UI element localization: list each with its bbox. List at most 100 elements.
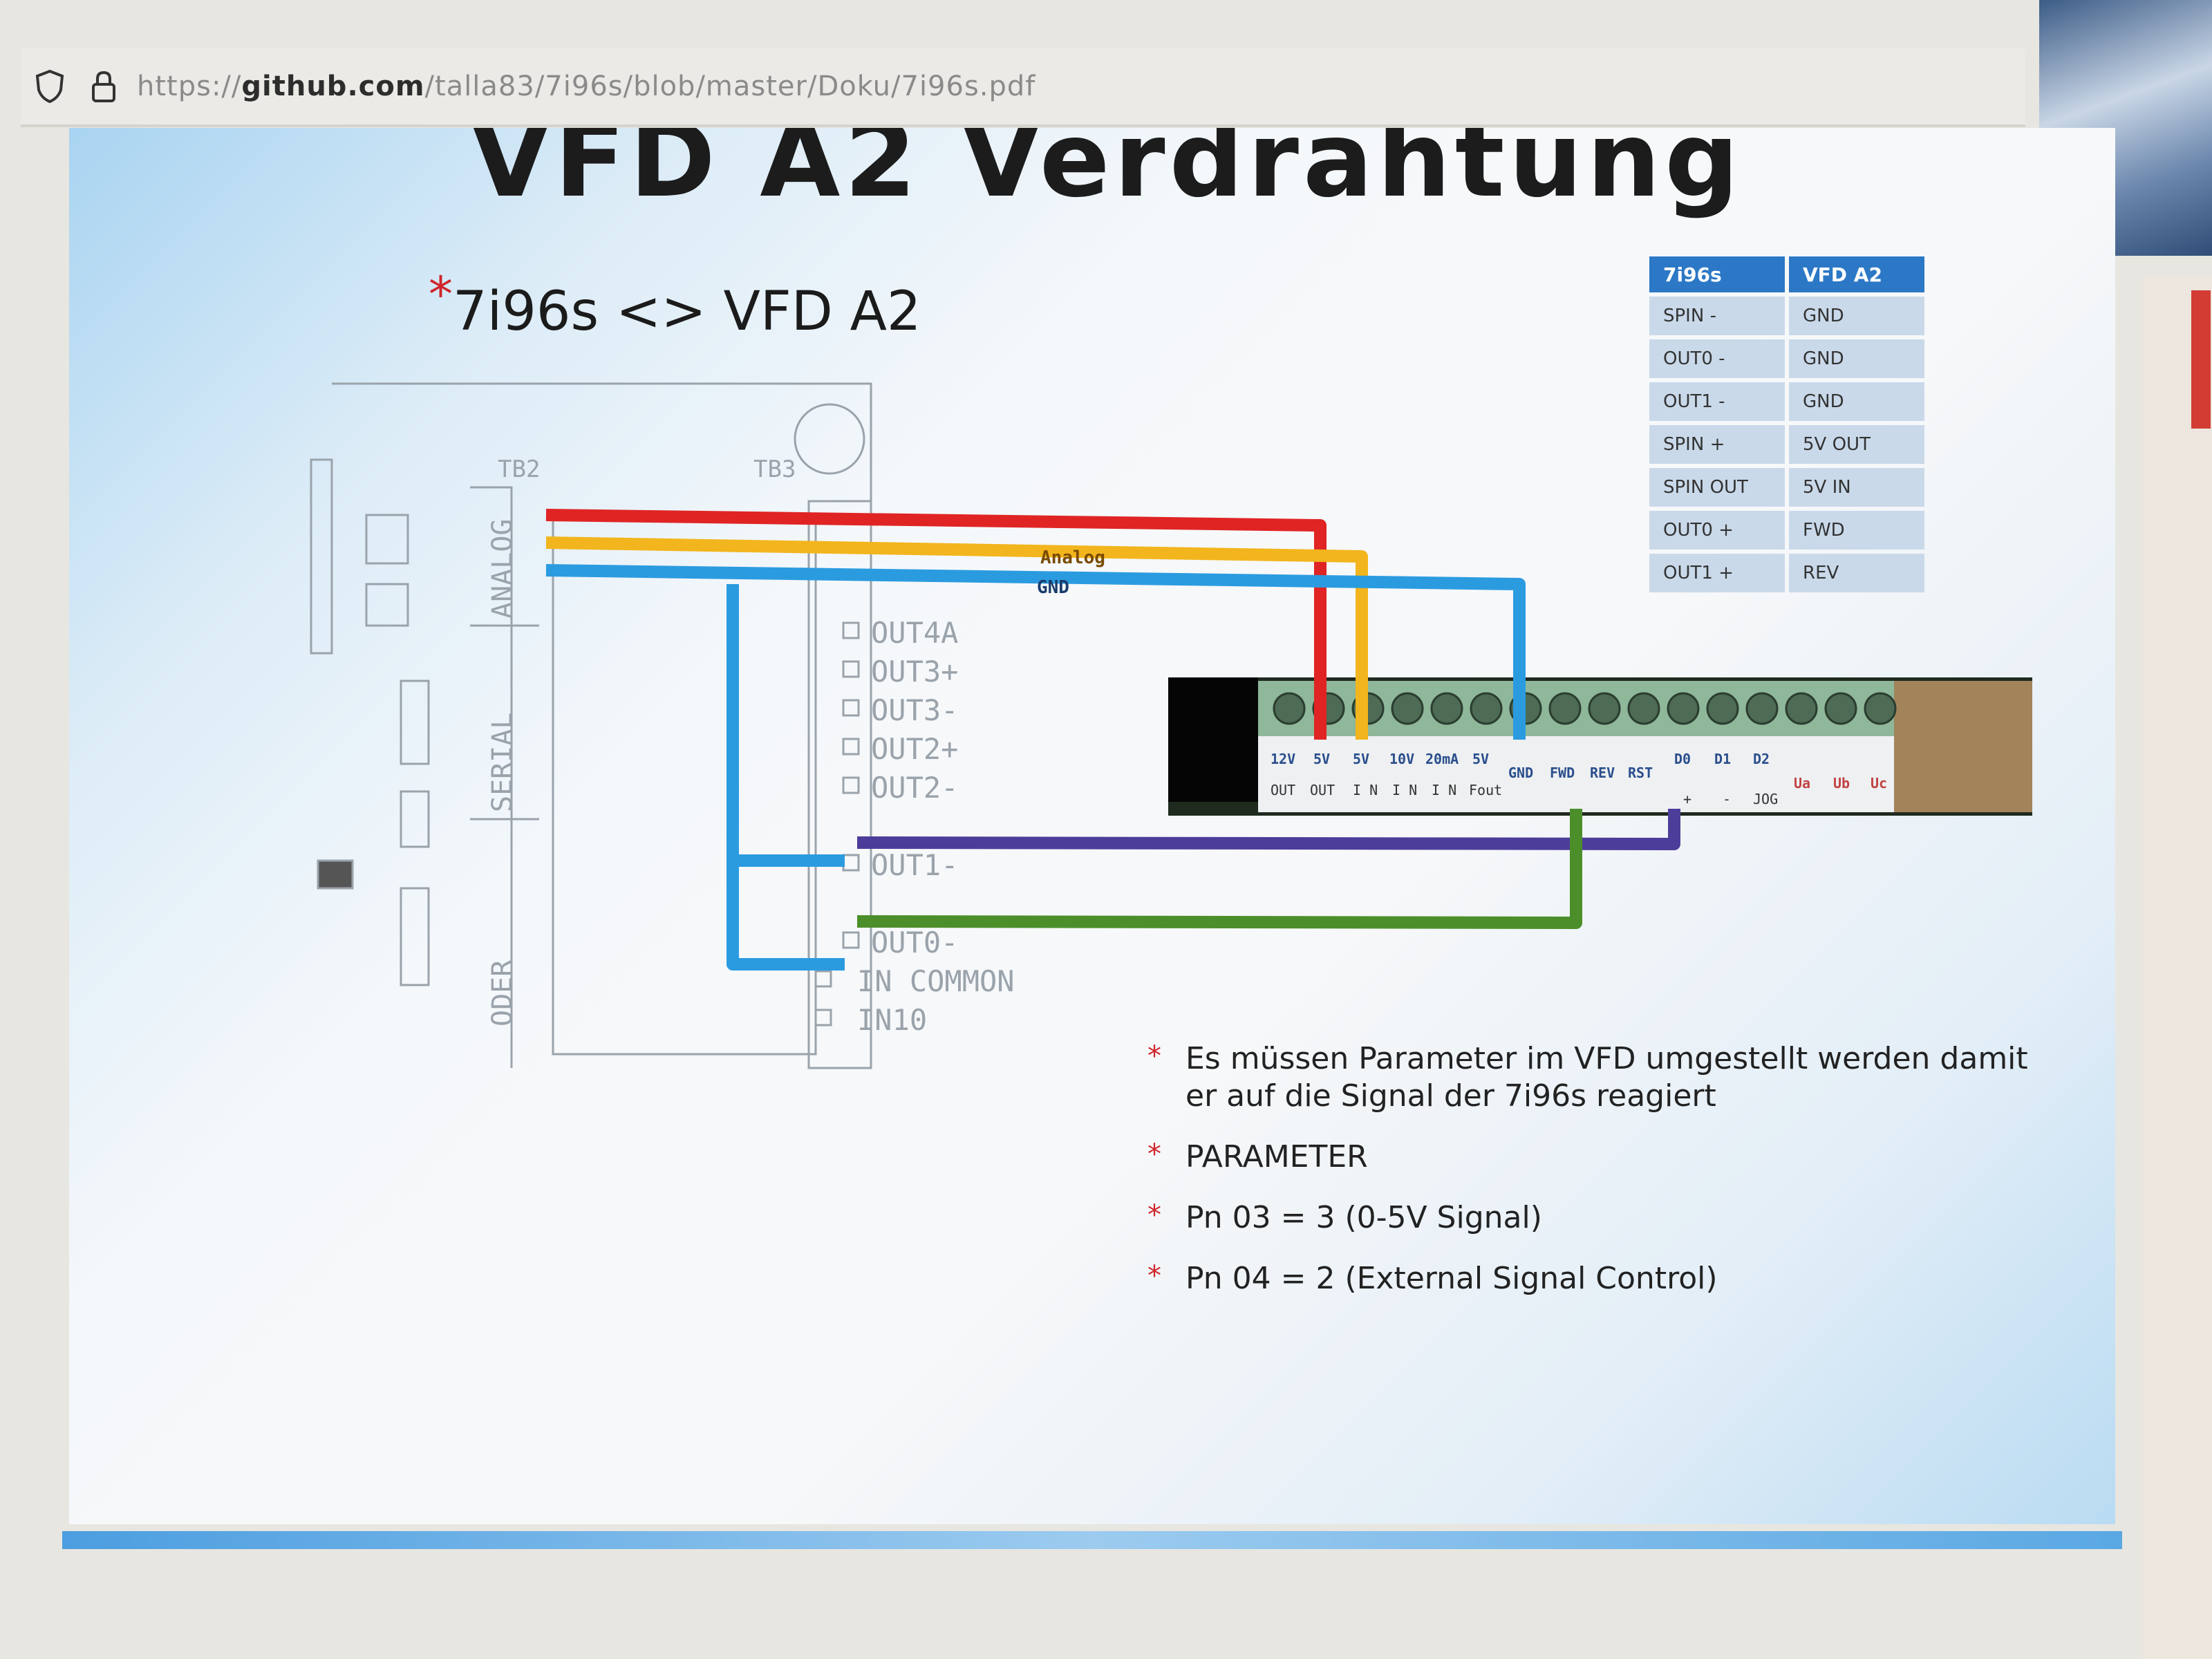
note-text: Pn 03 = 3 (0-5V Signal) xyxy=(1185,1200,1542,1235)
pin-label-out2plus: OUT2+ xyxy=(871,732,958,766)
table-cell: OUT0 - xyxy=(1649,339,1785,378)
pin-label-out3minus: OUT3- xyxy=(871,693,958,727)
pdf-slide: VFD A2 Verdrahtung *7i96s <> VFD A2 xyxy=(69,128,2115,1524)
terminal-top-label: D1 xyxy=(1714,751,1731,767)
table-cell: OUT1 + xyxy=(1649,554,1785,592)
terminal-top-label: Uc xyxy=(1871,775,1887,791)
table-header-vfd: VFD A2 xyxy=(1789,256,1924,292)
table-row: SPIN + 5V OUT xyxy=(1649,425,1924,464)
title-marker: * xyxy=(429,266,453,323)
table-cell: FWD xyxy=(1789,511,1924,550)
terminal-top-labels: 12V 5V 5V 10V 20mA 5V GND FWD REV RST D0… xyxy=(1271,751,1887,791)
table-row: OUT1 - GND xyxy=(1649,382,1924,421)
note-item: * Pn 04 = 2 (External Signal Control) xyxy=(1147,1260,2046,1297)
url-path: /talla83/7i96s/blob/master/Doku/7i96s.pd… xyxy=(424,71,1036,102)
table-row: SPIN - GND xyxy=(1649,297,1924,335)
wiring-diagram: TB2 TB3 ANALOG SERIAL ODER OUT4A OUT3+ O… xyxy=(310,382,2032,1069)
pin-label-out4a: OUT4A xyxy=(871,616,958,650)
terminal-top-label: 10V xyxy=(1389,751,1414,767)
table-cell: SPIN + xyxy=(1649,425,1785,464)
note-marker: * xyxy=(1147,1138,1161,1170)
terminal-top-label: 5V xyxy=(1472,751,1489,767)
board-label-oder: ODER xyxy=(487,959,518,1027)
shield-icon xyxy=(35,69,64,104)
table-row: OUT1 + REV xyxy=(1649,554,1924,592)
terminal-top-label: REV xyxy=(1590,765,1615,781)
board-label-serial: SERIAL xyxy=(487,713,518,813)
table-cell: OUT0 + xyxy=(1649,511,1785,550)
slide-headline: VFD A2 Verdrahtung xyxy=(470,128,1743,221)
terminal-top-label: 5V xyxy=(1313,751,1330,767)
pin-label-out1minus: OUT1- xyxy=(871,848,958,882)
table-cell: GND xyxy=(1789,297,1924,335)
wire-red xyxy=(545,509,1327,740)
pin-mapping-table: 7i96s VFD A2 SPIN - GND OUT0 - GND OUT1 … xyxy=(1645,252,1929,597)
table-row: OUT0 - GND xyxy=(1649,339,1924,378)
url-text[interactable]: https://github.com/talla83/7i96s/blob/ma… xyxy=(137,71,1035,102)
note-marker: * xyxy=(1147,1260,1161,1292)
terminal-bottom-label: OUT xyxy=(1271,782,1295,798)
pin-label-out0minus: OUT0- xyxy=(871,926,958,959)
wire-blue-branch xyxy=(727,584,845,971)
background-red-mark xyxy=(2191,290,2211,429)
terminal-top-label: D0 xyxy=(1674,751,1691,767)
terminal-top-label: 20mA xyxy=(1425,751,1459,767)
terminal-bottom-label: I N xyxy=(1432,782,1456,798)
table-cell: OUT1 - xyxy=(1649,382,1785,421)
board-label-tb2: TB2 xyxy=(498,456,540,483)
terminal-top-label: Ub xyxy=(1833,775,1850,791)
note-marker: * xyxy=(1147,1199,1161,1231)
slide-footer-bar xyxy=(62,1531,2122,1549)
wire-yellow xyxy=(545,536,1368,740)
table-cell: GND xyxy=(1789,382,1924,421)
url-host: github.com xyxy=(241,71,425,102)
terminal-bottom-label: I N xyxy=(1392,782,1417,798)
table-cell: REV xyxy=(1789,554,1924,592)
note-item: * Es müssen Parameter im VFD umgestellt … xyxy=(1147,1040,2046,1115)
terminal-bottom-label: - xyxy=(1723,791,1731,807)
diagram-title-text: 7i96s <> VFD A2 xyxy=(453,281,921,343)
terminal-top-label: D2 xyxy=(1753,751,1770,767)
wire-label-analog: Analog xyxy=(1040,547,1105,568)
note-item: * PARAMETER xyxy=(1147,1138,2046,1176)
terminal-bottom-label: + xyxy=(1683,791,1691,807)
terminal-bottom-label: OUT xyxy=(1310,782,1335,798)
note-text: Pn 04 = 2 (External Signal Control) xyxy=(1185,1261,1718,1296)
diagram-title: *7i96s <> VFD A2 xyxy=(429,266,921,343)
terminal-bottom-labels: OUT OUT I N I N I N Fout + - JOG xyxy=(1271,782,1778,807)
note-item: * Pn 03 = 3 (0-5V Signal) xyxy=(1147,1199,2046,1237)
table-cell: SPIN - xyxy=(1649,297,1785,335)
note-text: Es müssen Parameter im VFD umgestellt we… xyxy=(1185,1041,2028,1114)
board-label-tb3: TB3 xyxy=(753,456,796,483)
table-cell: 5V OUT xyxy=(1789,425,1924,464)
note-marker: * xyxy=(1147,1040,1161,1072)
table-cell: 5V IN xyxy=(1789,468,1924,507)
table-header-7i96s: 7i96s xyxy=(1649,256,1785,292)
board-label-analog: ANALOG xyxy=(487,519,518,619)
terminal-bottom-label: I N xyxy=(1353,782,1378,798)
terminal-top-label: Ua xyxy=(1794,775,1810,791)
terminal-top-label: FWD xyxy=(1550,765,1575,781)
table-row: SPIN OUT 5V IN xyxy=(1649,468,1924,507)
terminal-top-label: GND xyxy=(1508,765,1533,781)
pin-label-out2minus: OUT2- xyxy=(871,771,958,805)
wire-label-gnd: GND xyxy=(1037,577,1069,598)
wires xyxy=(545,509,1680,971)
pin-label-in-common: IN COMMON xyxy=(857,964,1015,998)
terminal-top-label: RST xyxy=(1628,765,1653,781)
wire-blue xyxy=(545,564,1526,740)
pin-label-out3plus: OUT3+ xyxy=(871,655,958,688)
background-paper xyxy=(2143,276,2212,1659)
terminal-top-label: 5V xyxy=(1353,751,1369,767)
address-bar[interactable]: https://github.com/talla83/7i96s/blob/ma… xyxy=(21,48,2025,127)
terminal-top-label: 12V xyxy=(1271,751,1295,767)
table-row: OUT0 + FWD xyxy=(1649,511,1924,550)
pin-label-in10: IN10 xyxy=(857,1003,927,1037)
url-prefix: https:// xyxy=(137,71,242,102)
note-text: PARAMETER xyxy=(1185,1139,1368,1174)
wire-green xyxy=(856,809,1582,929)
wire-purple xyxy=(856,809,1680,850)
terminal-bottom-label: Fout xyxy=(1469,782,1502,798)
table-cell: SPIN OUT xyxy=(1649,468,1785,507)
table-cell: GND xyxy=(1789,339,1924,378)
